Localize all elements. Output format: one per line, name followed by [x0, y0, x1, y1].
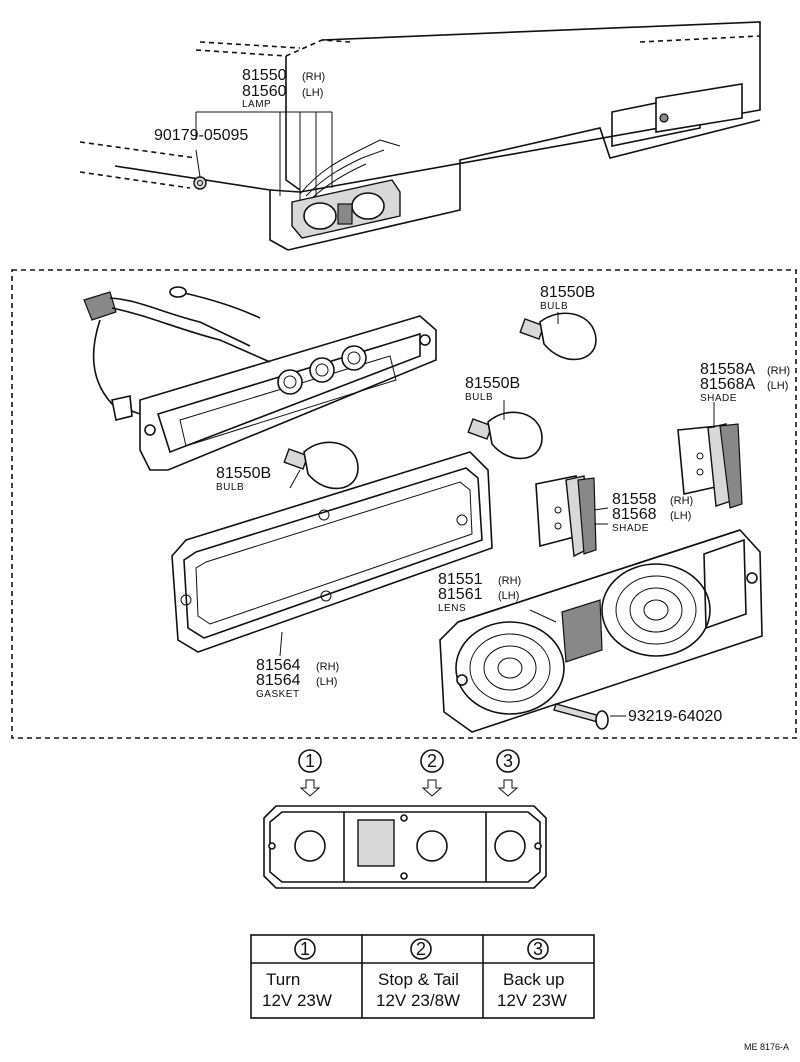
table-header-1: 1	[294, 938, 316, 960]
lamp-front-view	[263, 805, 547, 889]
row-3-spec: 12V 23W	[497, 991, 567, 1010]
row-1-function: Turn	[266, 970, 300, 989]
gasket-lh-side: (LH)	[316, 676, 337, 688]
bulb-1-code: 81550B	[540, 284, 595, 301]
bulb-1-name: BULB	[540, 301, 568, 312]
lamp-lh-code: 81560	[242, 83, 287, 100]
position-marker-2: 2	[420, 749, 444, 797]
shade-a-rh-code: 81558A	[700, 361, 755, 378]
lamp-lh-side: (LH)	[302, 87, 323, 99]
gasket-rh-code: 81564	[256, 657, 301, 674]
shade-a-name: SHADE	[700, 393, 737, 404]
gasket-rh-side: (RH)	[316, 661, 339, 673]
legend-table: 1 2 3 Turn 12V 23W Stop & Tail 12V 23/8W…	[250, 934, 595, 1019]
lamp-rh-side: (RH)	[302, 71, 325, 83]
shade-a-lh-side: (LH)	[767, 380, 788, 392]
shade-lh-code: 81568	[612, 506, 657, 523]
lamp-rh-code: 81550	[242, 67, 287, 84]
shade-rh-side: (RH)	[670, 495, 693, 507]
shade-a-rh-side: (RH)	[767, 365, 790, 377]
footer-code: ME 8176-A	[744, 1042, 789, 1052]
row-2-spec: 12V 23/8W	[376, 991, 460, 1010]
position-marker-3: 3	[496, 749, 520, 797]
bulb-2-name: BULB	[465, 392, 493, 403]
table-header-3: 3	[527, 938, 549, 960]
lens-name: LENS	[438, 603, 466, 614]
row-2-function: Stop & Tail	[378, 970, 459, 989]
gasket-lh-code: 81564	[256, 672, 301, 689]
lamp-name: LAMP	[242, 99, 271, 110]
screw-bottom	[553, 703, 626, 730]
lens-lh-side: (LH)	[498, 590, 519, 602]
table-header-2: 2	[410, 938, 432, 960]
bulb-3-name: BULB	[216, 482, 244, 493]
shade-name: SHADE	[612, 523, 649, 534]
row-3-function: Back up	[503, 970, 564, 989]
svg-text:2: 2	[427, 751, 437, 771]
svg-text:3: 3	[533, 939, 543, 959]
lens-rh-code: 81551	[438, 571, 483, 588]
shade-small	[535, 475, 597, 558]
lens-rh-side: (RH)	[498, 575, 521, 587]
svg-text:1: 1	[300, 939, 310, 959]
shade-lh-side: (LH)	[670, 510, 691, 522]
exploded-view: 81550B BULB 81550B BULB 81550B BULB 8155…	[11, 269, 797, 739]
svg-text:3: 3	[503, 751, 513, 771]
screw-top-code: 90179-05095	[154, 127, 248, 144]
svg-text:2: 2	[416, 939, 426, 959]
bulb-top	[519, 312, 597, 361]
position-marker-1: 1	[298, 749, 322, 797]
bulb-left	[283, 441, 359, 490]
bulb-3-code: 81550B	[216, 465, 271, 482]
row-1-spec: 12V 23W	[262, 991, 332, 1010]
shade-a-lh-code: 81568A	[700, 376, 755, 393]
shade-rh-code: 81558	[612, 491, 657, 508]
svg-text:1: 1	[305, 751, 315, 771]
lamp-housing	[83, 286, 437, 471]
lens	[439, 529, 763, 733]
bulb-2-code: 81550B	[465, 375, 520, 392]
lens-lh-code: 81561	[438, 586, 483, 603]
vehicle-rear-view: 81550 (RH) 81560 (LH) LAMP 90179-05095	[79, 21, 761, 251]
shade-large	[677, 423, 743, 509]
screw-bottom-code: 93219-64020	[628, 708, 722, 725]
gasket	[171, 451, 493, 653]
lamp-position-view: 1 2 3	[263, 749, 547, 889]
bulb-middle	[467, 411, 543, 460]
gasket-name: GASKET	[256, 689, 300, 700]
